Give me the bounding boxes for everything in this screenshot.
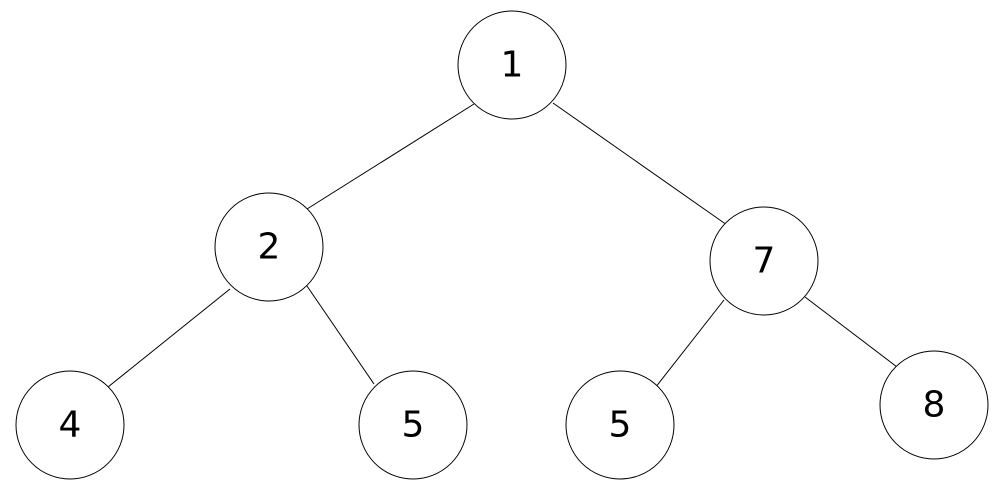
node-circle	[565, 370, 675, 480]
edge-1-to-2	[306, 103, 475, 210]
tree-node-1: 1	[457, 10, 567, 120]
node-label: 5	[609, 405, 632, 446]
node-label: 2	[258, 227, 281, 268]
edges-layer	[107, 102, 898, 389]
node-label: 1	[501, 45, 524, 86]
tree-node-2: 2	[214, 192, 324, 302]
node-circle	[214, 192, 324, 302]
edge-2-to-4	[107, 288, 231, 388]
node-circle	[15, 370, 125, 480]
tree-node-8: 8	[879, 350, 989, 460]
tree-node-7: 7	[709, 206, 819, 316]
node-circle	[709, 206, 819, 316]
node-circle	[457, 10, 567, 120]
node-label: 4	[59, 405, 82, 446]
edge-7-to-5	[654, 299, 725, 389]
edge-1-to-7	[552, 102, 728, 226]
node-label: 7	[753, 241, 776, 282]
tree-node-4: 4	[15, 370, 125, 480]
node-circle	[358, 370, 468, 480]
node-label: 5	[402, 405, 425, 446]
nodes-layer: 1 2 7 4 5 5 8	[15, 10, 989, 480]
tree-node-5-left: 5	[358, 370, 468, 480]
node-circle	[879, 350, 989, 460]
edge-2-to-5	[306, 285, 375, 385]
edge-7-to-8	[804, 296, 898, 368]
node-label: 8	[923, 385, 946, 426]
tree-node-5-right: 5	[565, 370, 675, 480]
